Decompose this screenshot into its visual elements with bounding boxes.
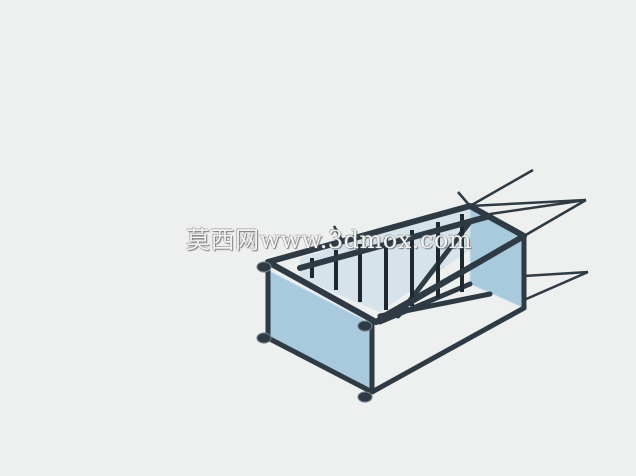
foot-pad <box>357 320 373 332</box>
floor-frame <box>265 233 527 395</box>
foot-pads <box>256 261 373 403</box>
outrigger-rods <box>332 168 589 302</box>
foot-pad <box>256 332 272 344</box>
foot-pad <box>256 261 272 273</box>
top-frame <box>265 203 527 325</box>
foot-pad <box>357 391 373 403</box>
